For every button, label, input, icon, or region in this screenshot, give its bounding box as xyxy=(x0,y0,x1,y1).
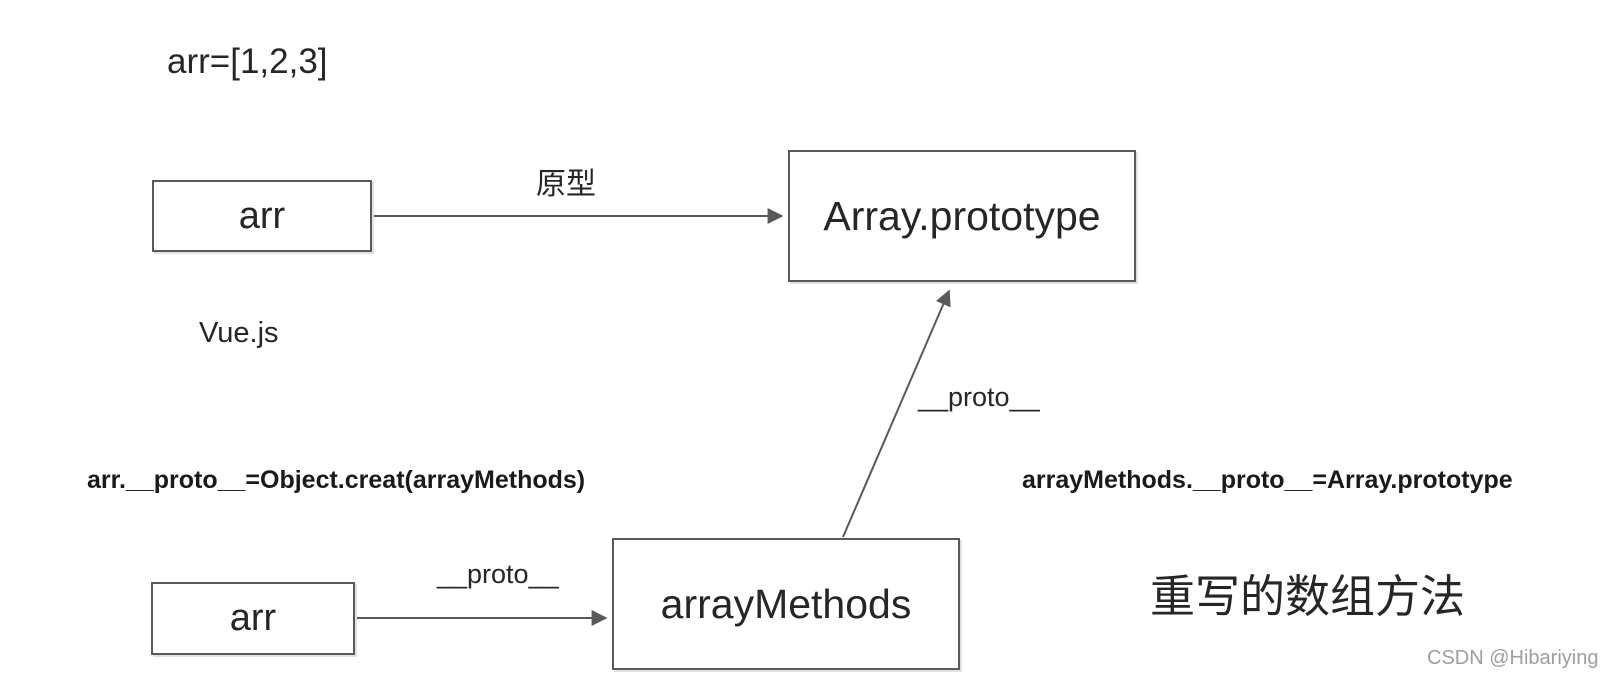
node-array-prototype-label: Array.prototype xyxy=(823,192,1101,239)
edge-label-proto-bottom: __proto__ xyxy=(437,559,559,589)
node-arr-top: arr xyxy=(152,180,372,252)
vuejs-label: Vue.js xyxy=(199,317,279,349)
edge-label-prototype: 原型 xyxy=(536,168,596,201)
node-arr-bottom: arr xyxy=(151,582,355,655)
right-equation-text: arrayMethods.__proto__=Array.prototype xyxy=(1022,466,1513,494)
left-equation-text: arr.__proto__=Object.creat(arrayMethods) xyxy=(87,466,586,494)
node-arraymethods-label: arrayMethods xyxy=(660,580,912,627)
edge-arraymethods-to-prototype-line xyxy=(842,289,951,538)
csdn-watermark: CSDN @Hibariying xyxy=(1427,647,1599,669)
array-literal-text: arr=[1,2,3] xyxy=(167,42,328,81)
node-arraymethods: arrayMethods xyxy=(612,538,960,670)
rewritten-methods-label: 重写的数组方法 xyxy=(1150,571,1466,622)
node-arr-top-label: arr xyxy=(238,194,286,237)
node-arr-bottom-label: arr xyxy=(229,597,277,639)
node-array-prototype: Array.prototype xyxy=(788,150,1136,282)
edge-label-proto-diagonal: __proto__ xyxy=(918,382,1040,412)
